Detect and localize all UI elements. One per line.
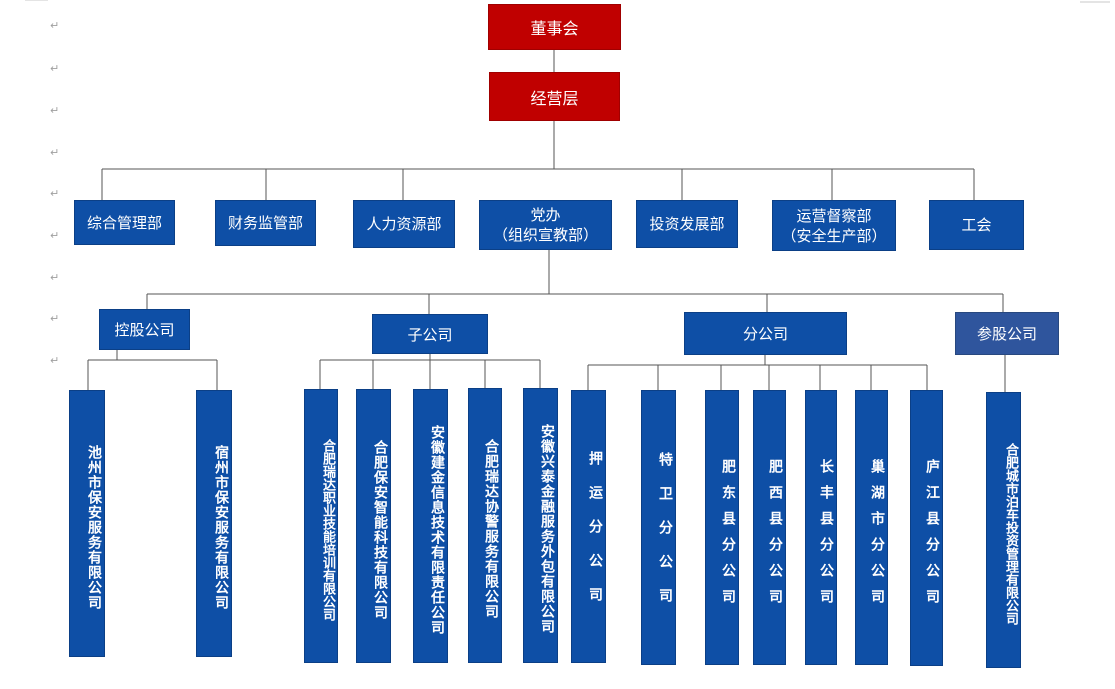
dept-label: 党办 xyxy=(530,206,561,224)
dept-investment-development[interactable]: 投资发展部 xyxy=(636,200,738,248)
dept-sublabel: （安全生产部） xyxy=(781,226,887,245)
paragraph-mark: ↵ xyxy=(50,312,60,325)
dept-sublabel: （组织宣教部） xyxy=(492,226,598,244)
company-chizhou-security[interactable]: 池州市保安服务有限公司 xyxy=(69,390,105,657)
paragraph-mark: ↵ xyxy=(50,146,60,159)
dept-label: 工会 xyxy=(961,216,992,234)
company-ruida-training[interactable]: 合肥瑞达职业技能培训有限公司 xyxy=(304,389,338,663)
company-suzhou-security[interactable]: 宿州市保安服务有限公司 xyxy=(196,390,232,657)
company-xingtai-finance-outsourcing[interactable]: 安徽兴泰金融服务外包有限公司 xyxy=(523,388,558,663)
company-hefei-parking-investment[interactable]: 合肥城市泊车投资管理有限公司 xyxy=(986,392,1021,668)
dept-label: 综合管理部 xyxy=(86,213,162,232)
dept-label: 运营督察部 xyxy=(796,206,872,225)
group-affiliates[interactable]: 参股公司 xyxy=(955,312,1059,355)
group-branches[interactable]: 分公司 xyxy=(684,312,847,355)
group-subsidiaries[interactable]: 子公司 xyxy=(372,314,488,354)
branch-feixi[interactable]: 肥西县分公司 xyxy=(753,390,786,665)
paragraph-mark: ↵ xyxy=(50,354,60,367)
management-box[interactable]: 经营层 xyxy=(489,72,620,121)
paragraph-mark: ↵ xyxy=(50,104,60,117)
company-ruida-auxiliary-police[interactable]: 合肥瑞达协警服务有限公司 xyxy=(468,388,502,663)
dept-labor-union[interactable]: 工会 xyxy=(929,200,1024,250)
dept-label: 人力资源部 xyxy=(366,215,442,233)
dept-label: 投资发展部 xyxy=(649,215,725,233)
paragraph-mark: ↵ xyxy=(50,271,60,284)
paragraph-mark: ↵ xyxy=(50,187,60,200)
branch-special-guard[interactable]: 特卫分公司 xyxy=(641,390,676,665)
branch-escort[interactable]: 押运分公司 xyxy=(571,390,606,663)
dept-operations-inspection[interactable]: 运营督察部 （安全生产部） xyxy=(772,200,896,251)
company-baoan-smart-tech[interactable]: 合肥保安智能科技有限公司 xyxy=(356,389,391,663)
branch-chaohu[interactable]: 巢湖市分公司 xyxy=(855,390,888,665)
dept-human-resources[interactable]: 人力资源部 xyxy=(353,200,455,248)
paragraph-mark: ↵ xyxy=(50,229,60,242)
dept-party-office[interactable]: 党办 （组织宣教部） xyxy=(479,200,612,250)
board-box[interactable]: 董事会 xyxy=(488,4,621,50)
paragraph-mark: ↵ xyxy=(50,19,60,32)
dept-label: 财务监管部 xyxy=(227,214,303,232)
branch-lujiang[interactable]: 庐江县分公司 xyxy=(910,390,943,666)
company-jianjin-it[interactable]: 安徽建金信息技术有限责任公司 xyxy=(413,389,448,663)
branch-changfeng[interactable]: 长丰县分公司 xyxy=(805,390,837,665)
branch-feidong[interactable]: 肥东县分公司 xyxy=(705,390,739,665)
dept-general-management[interactable]: 综合管理部 xyxy=(74,200,175,245)
dept-finance-supervision[interactable]: 财务监管部 xyxy=(215,200,316,246)
paragraph-mark: ↵ xyxy=(50,62,60,75)
group-holding-companies[interactable]: 控股公司 xyxy=(99,309,190,350)
